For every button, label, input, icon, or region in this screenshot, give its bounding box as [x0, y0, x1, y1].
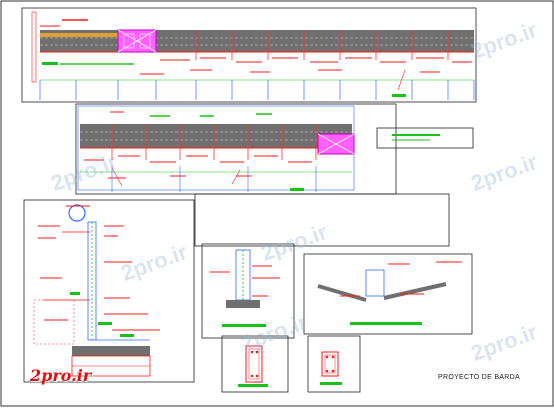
wall-section-frame [23, 199, 195, 383]
column-detail-1 [201, 243, 295, 339]
column-section-b [307, 335, 361, 393]
middle-wall-band [80, 124, 352, 148]
connection-detail [303, 253, 473, 335]
middle-elevation-view [75, 103, 397, 195]
drawing-title: PROYECTO DE BARDA [438, 374, 520, 381]
top-elevation-frame [21, 7, 477, 103]
top-gate-highlight [117, 29, 157, 53]
wall-section-detail [23, 199, 195, 383]
middle-gate-highlight [317, 133, 355, 155]
column-section-a [221, 335, 289, 393]
legend-box [376, 127, 474, 149]
site-logo: 2pro.ir [30, 366, 92, 385]
top-elevation-view [21, 7, 477, 103]
notes-box [194, 193, 450, 247]
